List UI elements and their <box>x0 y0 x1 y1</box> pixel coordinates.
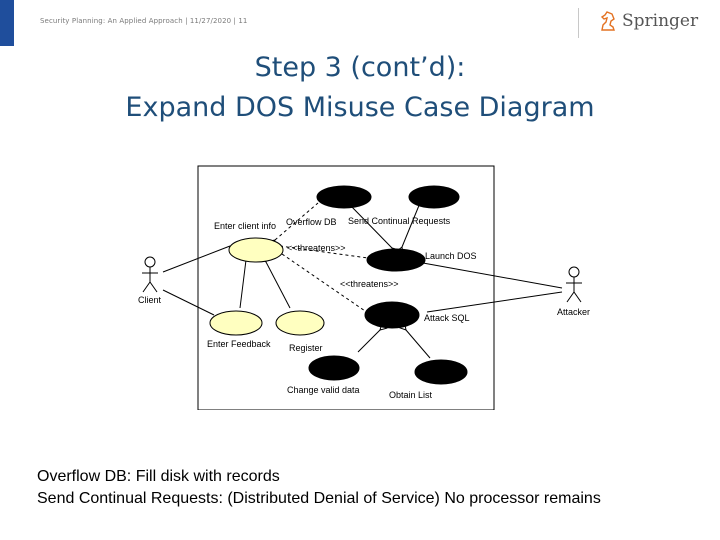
launch-includes-requests <box>402 202 421 247</box>
note-send-continual-requests: Send Continual Requests: (Distributed De… <box>37 490 601 507</box>
misuse-case-obtain-list <box>414 359 468 385</box>
sql-includes-change <box>357 330 380 353</box>
client-label: Client <box>138 295 162 305</box>
register-generalizes-info <box>266 262 291 309</box>
misuse-case-send-continual-requests <box>408 185 460 209</box>
client-enter-info-association <box>162 245 231 273</box>
use-case-enter-feedback <box>209 310 263 336</box>
client-actor <box>142 256 158 293</box>
send-continual-requests-label: Send Continual Requests <box>348 216 451 226</box>
launch-includes-overflow <box>349 204 392 248</box>
misuse-case-launch-dos <box>366 248 426 272</box>
change-valid-data-label: Change valid data <box>287 385 360 395</box>
knight-icon <box>600 11 615 31</box>
attacker-actor <box>566 266 582 303</box>
slide-citation: Security Planning: An Applied Approach |… <box>40 17 248 25</box>
misuse-case-change-valid-data <box>308 355 360 381</box>
logo-divider <box>578 8 579 38</box>
logo-text: Springer <box>622 11 699 31</box>
system-boundary <box>197 165 495 410</box>
slide-title: Step 3 (cont’d): <box>254 52 466 83</box>
threatens-label-1: <<threatens>> <box>287 243 346 253</box>
enter-client-info-label: Enter client info <box>214 221 276 231</box>
launch-threatens-info <box>280 246 369 259</box>
slide-subtitle: Expand DOS Misuse Case Diagram <box>125 92 595 123</box>
sql-threatens-info <box>282 254 369 314</box>
attacker-launch-dos-association <box>422 262 563 289</box>
misuse-case-overflow-db <box>316 185 372 209</box>
use-case-enter-client-info <box>228 237 284 263</box>
launch-dos-label: Launch DOS <box>425 251 477 261</box>
threatens-label-2: <<threatens>> <box>340 279 399 289</box>
enter-feedback-label: Enter Feedback <box>207 339 271 349</box>
attack-sql-label: Attack SQL <box>424 313 470 323</box>
attacker-label: Attacker <box>557 307 590 317</box>
obtain-list-label: Obtain List <box>389 390 433 400</box>
feedback-includes-info <box>239 260 246 309</box>
misuse-case-attack-sql <box>364 301 420 329</box>
misuse-case-diagram: Client Attacker Enter client info Overfl… <box>138 165 590 410</box>
register-label: Register <box>289 343 323 353</box>
overflow-db-label: Overflow DB <box>286 217 337 227</box>
publisher-logo: Springer <box>598 10 698 32</box>
attacker-attack-sql-association <box>426 291 563 313</box>
use-case-register <box>275 310 325 336</box>
accent-bar <box>0 0 14 46</box>
client-feedback-association <box>162 289 215 316</box>
sql-includes-obtain <box>406 330 431 359</box>
note-overflow-db: Overflow DB: Fill disk with records <box>37 468 280 485</box>
